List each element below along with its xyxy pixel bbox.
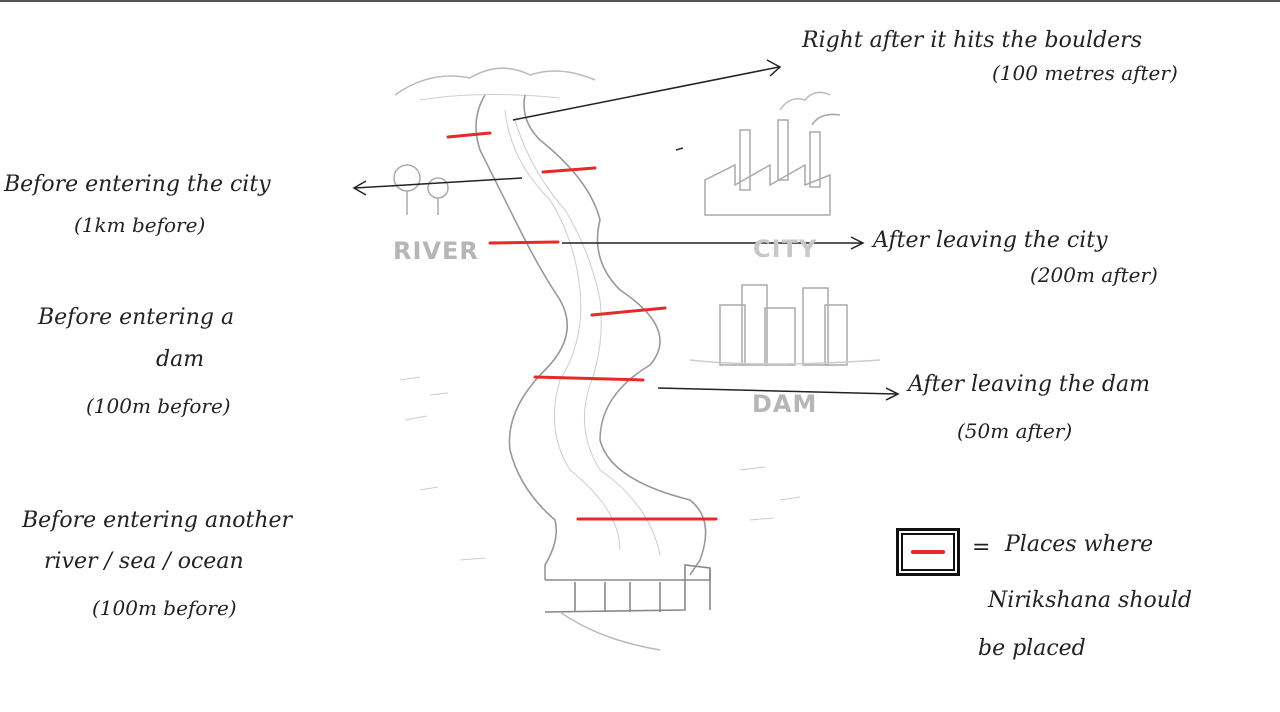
river-right-bank: [523, 94, 707, 576]
factory-icon: [704, 91, 841, 216]
legend-line1: Places where: [1005, 532, 1154, 557]
note-before-city-line1: Before entering the city: [4, 172, 271, 197]
legend-marker-box: [896, 528, 960, 576]
dam-structure: [544, 564, 711, 651]
legend-red-marker: [911, 550, 945, 554]
note-before-other-line1: Before entering another: [22, 508, 293, 533]
legend-line3: be placed: [978, 636, 1086, 661]
dam-label: DAM: [752, 390, 818, 418]
annotation-arrows: [352, 59, 900, 401]
hills: [394, 67, 596, 96]
note-after-dam-line2: (50m after): [957, 419, 1073, 443]
note-before-other-line2: river / sea / ocean: [44, 549, 244, 574]
legend-line2: Nirikshana should: [988, 588, 1193, 613]
legend-equals: =: [972, 535, 991, 560]
note-before-other-line3: (100m before): [92, 596, 237, 620]
note-before-dam-line3: (100m before): [86, 394, 231, 418]
river-label: RIVER: [393, 237, 479, 265]
trees-icon: [393, 164, 449, 215]
note-boulders-line2: (100 metres after): [992, 61, 1178, 85]
city-buildings-icon: [689, 284, 881, 366]
note-after-city-line1: After leaving the city: [873, 228, 1108, 253]
note-after-dam-line1: After leaving the dam: [908, 372, 1150, 397]
note-boulders-line1: Right after it hits the boulders: [802, 28, 1142, 53]
city-label: CITY: [753, 235, 818, 263]
river-left-bank: [475, 94, 568, 580]
note-before-dam-line1: Before entering a: [38, 305, 235, 330]
river-markers: [446, 131, 718, 521]
note-after-city-line2: (200m after): [1030, 263, 1158, 287]
top-border: [0, 0, 1280, 2]
note-before-dam-line2: dam: [156, 347, 205, 372]
note-before-city-line2: (1km before): [74, 213, 206, 237]
